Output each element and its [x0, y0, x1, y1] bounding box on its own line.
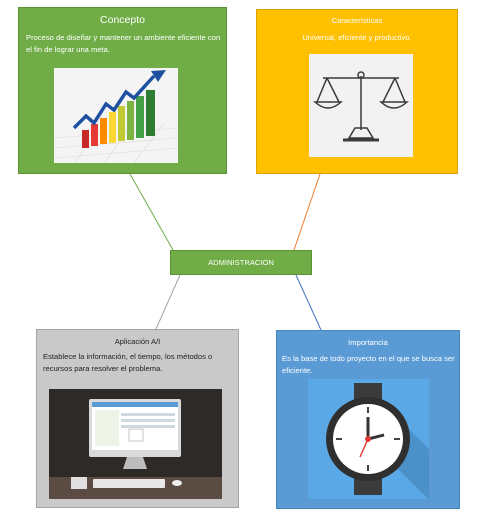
- node-title: Concepto: [100, 14, 145, 26]
- node-text: Proceso de diseñar y mantener un ambient…: [26, 33, 221, 54]
- edge-importancia: [295, 274, 322, 331]
- edge-caracteristicas: [293, 173, 321, 251]
- growth-chart-image: [54, 68, 178, 163]
- edge-concepto: [129, 173, 174, 251]
- node-text: Universal, eficiente y productivo.: [302, 33, 412, 42]
- node-administracion[interactable]: ADMINISTRACION: [170, 250, 312, 275]
- node-title: Características: [331, 16, 383, 25]
- node-caracteristicas[interactable]: Características Universal, eficiente y p…: [256, 9, 458, 174]
- node-text: Establece la información, el tiempo, los…: [43, 352, 213, 373]
- balance-scale-image: [309, 54, 413, 157]
- node-concepto[interactable]: Concepto Proceso de diseñar y mantener u…: [18, 7, 227, 174]
- clock-image: [308, 379, 429, 499]
- node-aplicacion[interactable]: Aplicación A/I Establece la información,…: [36, 329, 239, 508]
- node-title: Aplicación A/I: [114, 337, 161, 346]
- node-text: Es la base de todo proyecto en el que se…: [282, 354, 455, 375]
- desktop-computer-image: [49, 389, 222, 499]
- node-title: Importancia: [348, 338, 388, 347]
- edge-aplicacion: [155, 274, 181, 330]
- node-importancia[interactable]: Importancia Es la base de todo proyecto …: [276, 330, 460, 509]
